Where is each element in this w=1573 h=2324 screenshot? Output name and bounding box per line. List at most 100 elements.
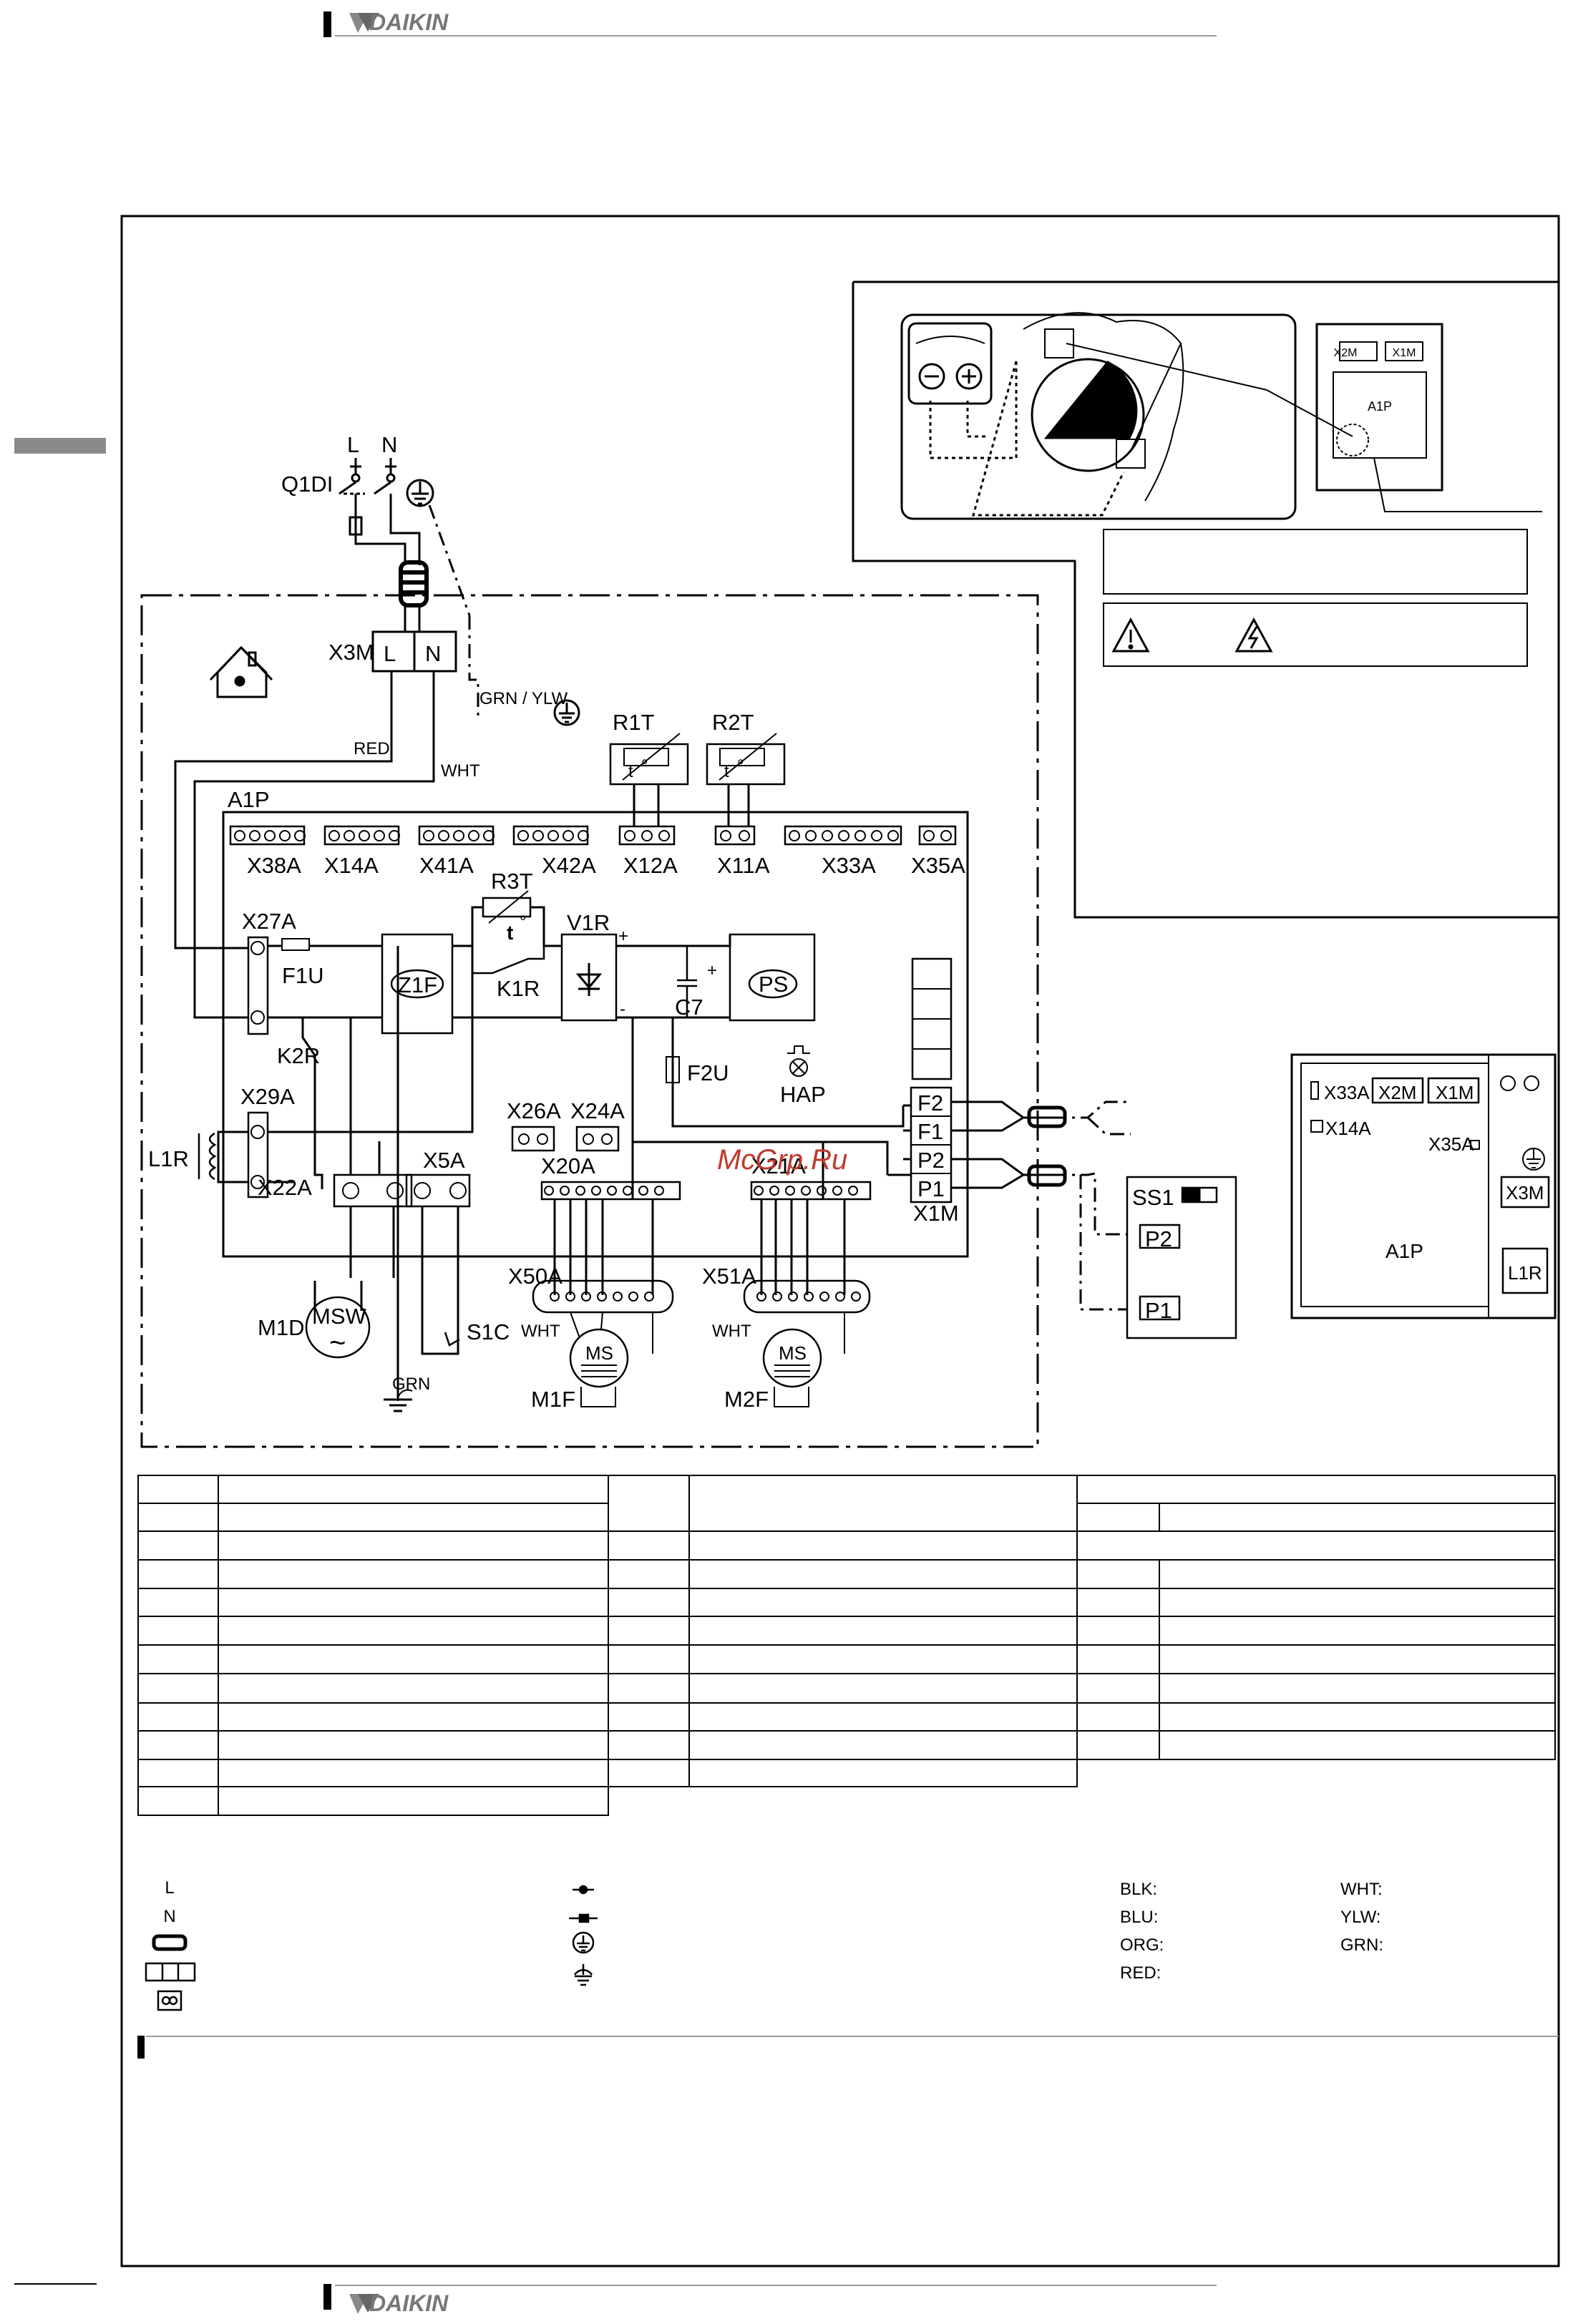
parts-table-rows: [138, 1503, 1555, 1787]
connector-pin: [638, 1186, 648, 1196]
z1f-label: Z1F: [398, 972, 437, 997]
x22a-label: X22A: [258, 1175, 312, 1200]
x1m-f2-label: F2: [917, 1090, 943, 1115]
connector-pin: [601, 1133, 613, 1145]
connector-pin: [628, 1292, 638, 1302]
connector-pin: [854, 830, 866, 841]
connector-pin: [838, 830, 849, 841]
watermark: McGrp.Ru: [717, 1144, 847, 1176]
legend-color-wht: WHT:: [1340, 1880, 1383, 1899]
ps-power-supply: [729, 933, 816, 1022]
x22a-connector: [333, 1173, 413, 1208]
connector-pin: [249, 830, 260, 841]
connector-label-x42a: X42A: [542, 853, 596, 878]
inset-x3m-label: X3M: [1506, 1182, 1544, 1204]
connector-pin: [344, 830, 355, 841]
v1r-label: V1R: [567, 910, 610, 935]
connector-pin: [887, 830, 899, 841]
connector-pin: [565, 1292, 575, 1302]
connector-pin: [788, 1292, 798, 1302]
z1f-filter: [381, 933, 454, 1035]
x1m-f1-label: F1: [917, 1119, 943, 1144]
legend-color-ylw: YLW:: [1340, 1908, 1380, 1927]
connector-pin: [832, 1186, 842, 1196]
connector-pin: [641, 830, 653, 841]
connector-pin: [563, 830, 574, 841]
red-wire-label: RED: [354, 739, 390, 758]
x20a-connector: [540, 1181, 681, 1201]
connector-label-x33a: X33A: [822, 853, 876, 878]
connector-pin: [518, 1133, 530, 1145]
connector-pin: [537, 1133, 548, 1145]
connector-icon: [157, 1990, 182, 2011]
connector-pin: [328, 830, 340, 841]
x1m-label: X1M: [913, 1201, 959, 1226]
fan-wheel-icon: [1031, 358, 1145, 472]
connector-pin: [607, 1186, 617, 1196]
earth-icon: [1522, 1148, 1545, 1171]
line-n-label: N: [381, 432, 397, 457]
daikin-logo-icon: [349, 13, 379, 33]
connector-pin: [414, 1182, 431, 1199]
connector-pin: [547, 830, 559, 841]
ss1-selector: [1126, 1176, 1237, 1339]
hap-label: HAP: [780, 1082, 826, 1107]
connector-label-x12a: X12A: [623, 853, 678, 878]
inset-x1m-label: X1M: [1436, 1082, 1474, 1103]
x24a-connector: [575, 1126, 620, 1152]
x3m-label: X3M: [328, 640, 374, 665]
connector-label-x11a: X11A: [717, 853, 770, 878]
connector-label-x41a: X41A: [419, 853, 474, 878]
connector-pin: [739, 830, 750, 841]
inset-board-labels: X33A X2M X1M X14A X35A X3M A1P L1R: [1324, 1082, 1544, 1284]
r2t-t-symbol: t: [724, 762, 729, 781]
connector-pin: [591, 1186, 601, 1196]
earth-icon: [406, 479, 434, 507]
side-tab: [14, 438, 106, 454]
inset-service-diagram: [852, 280, 1559, 919]
k1r-relay: [471, 946, 545, 975]
r2t-label: R2T: [712, 710, 754, 735]
connector-label-x35a: X35A: [911, 853, 965, 878]
connector-pin: [453, 830, 464, 841]
r2t-thermistor: [706, 743, 786, 786]
legend: L N BLK: BLU: ORG: RED: WHT: YLW: GRN:: [145, 1878, 1383, 2011]
x27a-connector: [247, 936, 269, 1035]
inset-fuse-icon: [1336, 424, 1369, 456]
connector-pin: [581, 1292, 591, 1302]
legend-color-red: RED:: [1120, 1963, 1161, 1983]
wht-wire-label: WHT: [441, 761, 480, 781]
connector-pin: [550, 1292, 560, 1302]
connector-pin: [769, 1186, 779, 1196]
f1u-label: F1U: [282, 963, 324, 988]
wiring-lines: [140, 458, 1237, 1448]
legend-color-org: ORG:: [1120, 1935, 1164, 1955]
connector-pin: [449, 1182, 467, 1199]
protective-earth-icon: [572, 1931, 595, 1954]
x1m-p2-label: P2: [917, 1148, 945, 1173]
l1r-label: L1R: [148, 1146, 189, 1171]
m2f-wht-wire-label: WHT: [712, 1322, 751, 1341]
x50a-label: X50A: [508, 1264, 563, 1289]
connector-pin: [624, 830, 635, 841]
connector-pin: [848, 1186, 858, 1196]
connector-pin: [756, 1292, 766, 1302]
x21a-label: X21A: [751, 1153, 806, 1178]
ss1-p2-label: P2: [1145, 1226, 1172, 1251]
connector-pin: [940, 830, 952, 841]
connector-pin: [264, 830, 276, 841]
connector-pin: [871, 830, 882, 841]
m2f-fan-motor: [762, 1328, 822, 1388]
msw-label: MSW: [312, 1304, 367, 1329]
legend-color-blu: BLU:: [1120, 1908, 1158, 1927]
r3t-thermistor: [482, 897, 532, 918]
x29a-connector: [247, 1111, 269, 1198]
earth-icon: [553, 699, 580, 726]
r1t-thermistor: [609, 743, 689, 786]
grn-wire-label: GRN: [392, 1375, 430, 1394]
connector-pin: [468, 830, 479, 841]
l1r-reactor: [208, 1132, 217, 1181]
r1t-degree: °: [641, 756, 648, 776]
m2f-ms-label: MS: [779, 1342, 807, 1364]
